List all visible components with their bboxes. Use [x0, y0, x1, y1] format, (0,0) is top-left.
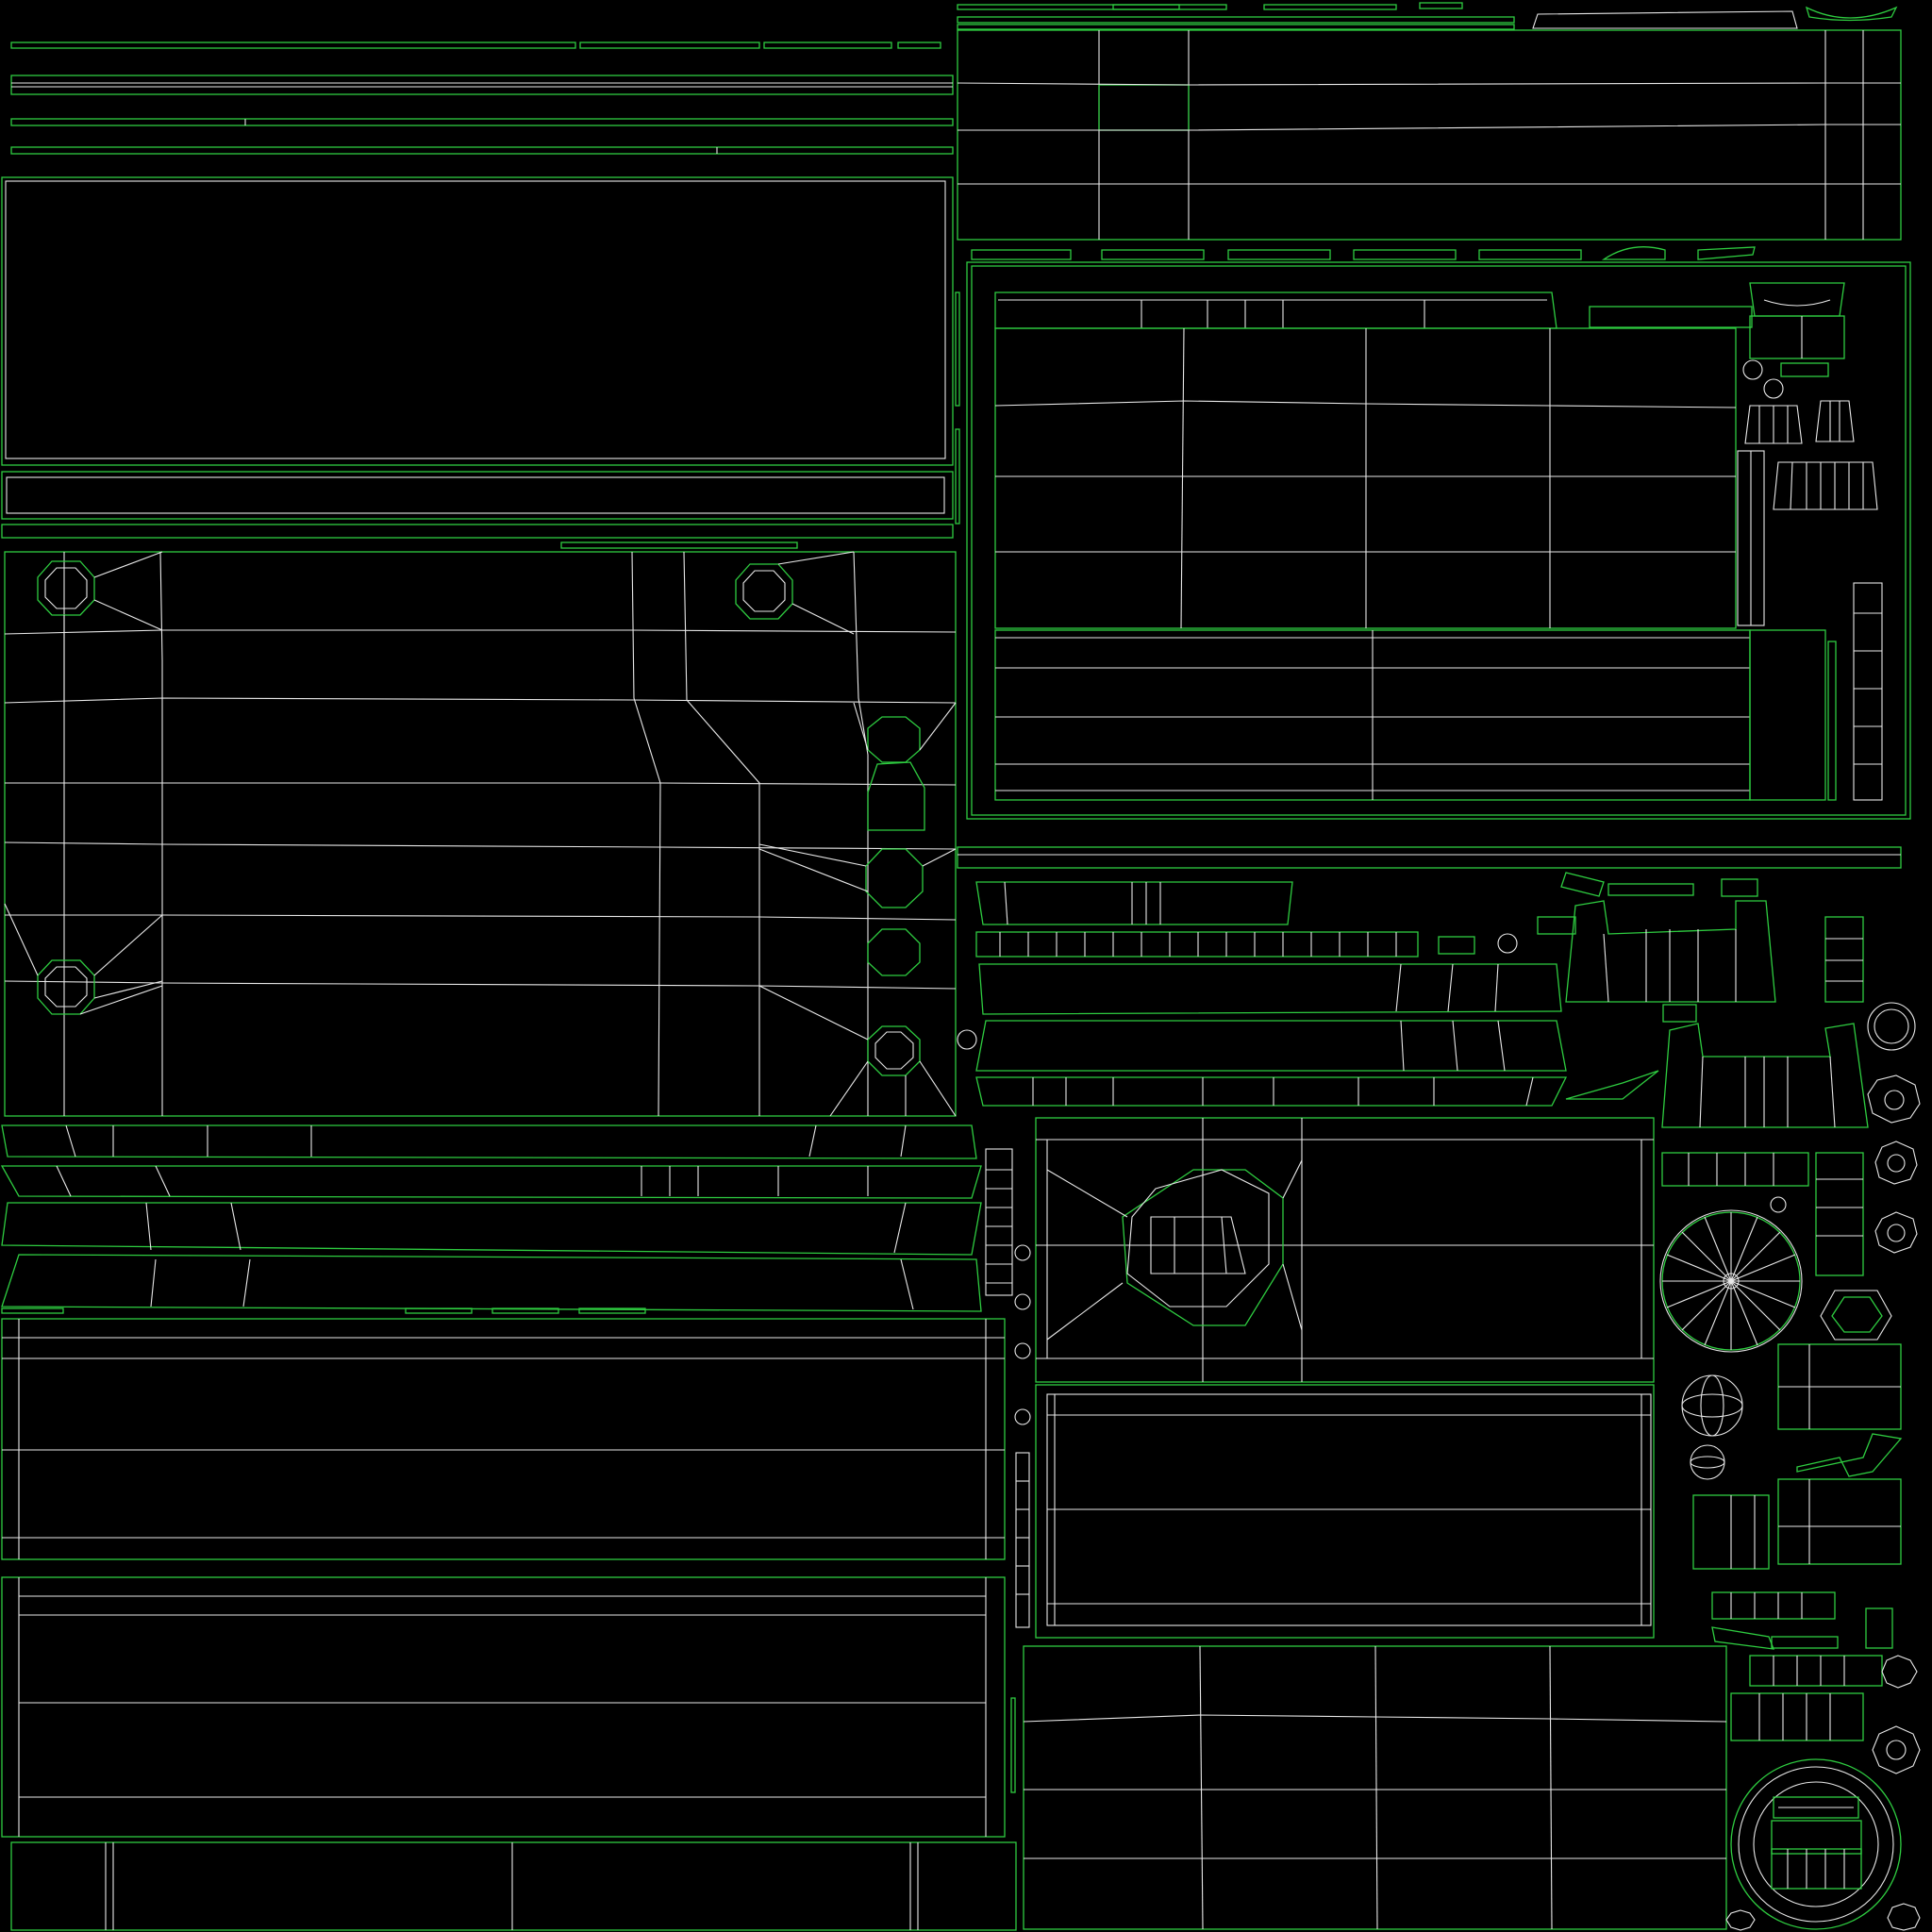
uv-island-slanted-strips [0, 1124, 1013, 1314]
uv-island-mesh-panel [4, 551, 957, 1117]
uv-island-top-right [957, 2, 1902, 260]
uv-island-bottom-grid [1023, 1645, 1727, 1930]
uv-strip-group-top-left [10, 42, 954, 155]
uv-gear-column [1867, 1002, 1921, 1254]
uv-island-bottom-panels [1, 1318, 1017, 1931]
uv-island-radial-disc [1659, 1152, 1921, 1774]
uv-island-top-panel [1, 176, 960, 549]
uv-island-round-emblem [1725, 1758, 1921, 1931]
uv-island-right-parts [975, 872, 1869, 1128]
uv-bolt-column [957, 1029, 1031, 1628]
uv-island-right-panel [957, 261, 1911, 869]
uv-island-octagon-panel [1035, 1117, 1655, 1639]
